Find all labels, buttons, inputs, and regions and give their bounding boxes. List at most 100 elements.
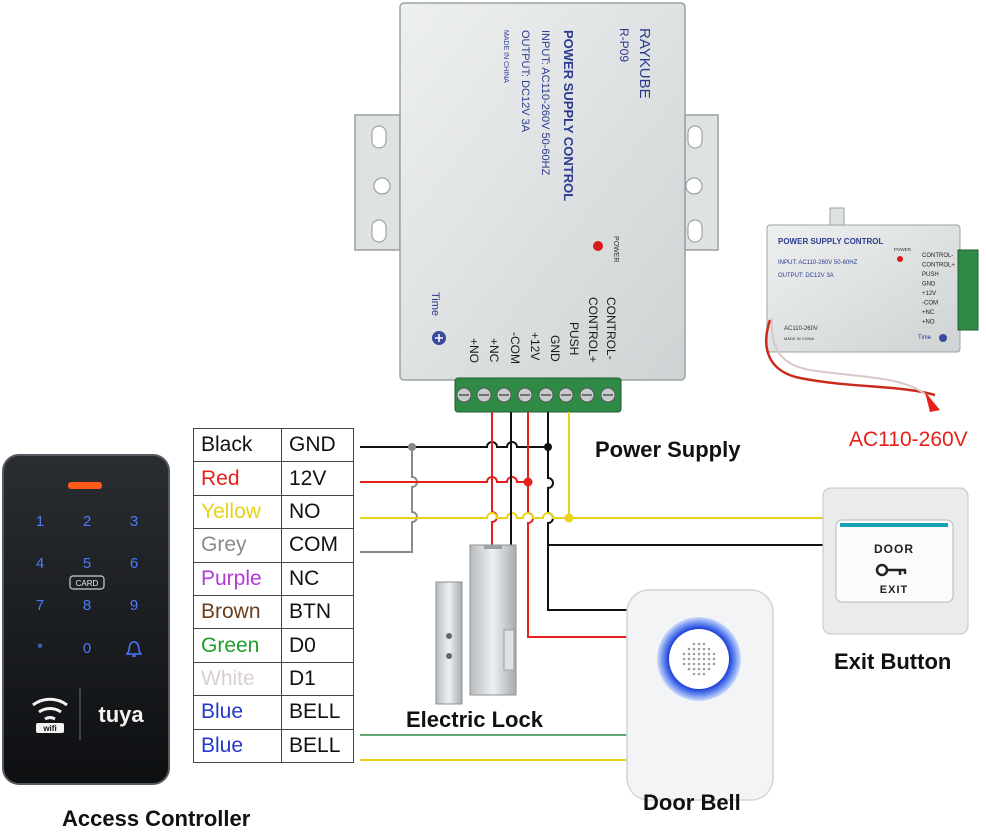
small-ps-input: INPUT: AC110-260V 50-60HZ xyxy=(778,260,858,266)
exit-button-label: Exit Button xyxy=(834,649,952,674)
door-bell-label: Door Bell xyxy=(643,790,741,815)
status-led-icon xyxy=(68,482,102,489)
wire-color-name: Brown xyxy=(193,594,282,630)
ps-brand-text: RAYKUBE xyxy=(636,28,653,99)
small-terminal-label: GND xyxy=(922,282,936,288)
wire-color-name: Blue xyxy=(193,695,282,730)
ac-input-label: AC110-260V xyxy=(849,428,968,451)
exit-button-device: DOOR EXIT xyxy=(822,487,969,635)
tuya-brand-text: tuya xyxy=(98,702,144,727)
keypad-key: 1 xyxy=(36,513,44,530)
wire-terminal: NO xyxy=(281,494,354,530)
electric-lock-label: Electric Lock xyxy=(406,707,543,732)
keypad-key: 9 xyxy=(130,597,138,614)
wire-terminal: 12V xyxy=(281,461,354,496)
wire-terminal: D0 xyxy=(281,628,354,663)
keypad-key: 6 xyxy=(130,555,138,572)
terminal-label: +NO xyxy=(467,338,481,363)
card-label: CARD xyxy=(76,579,99,588)
wire-terminal: COM xyxy=(281,528,354,563)
small-ps-made-in: MADE IN CHINA xyxy=(784,336,815,341)
keypad-device: 1 2 3 4 5 6 7 8 9 * 0 CARD wifi tuya xyxy=(2,454,170,785)
electric-lock-device xyxy=(435,544,517,705)
wire-terminal: GND xyxy=(281,427,354,463)
terminal-label: +12V xyxy=(528,332,542,360)
small-terminal-label: +NO xyxy=(922,320,935,326)
terminal-label: CONTROL+ xyxy=(586,297,600,363)
power-supply-label: Power Supply xyxy=(595,437,741,462)
terminal-label: +NC xyxy=(487,338,501,363)
keypad-key: 4 xyxy=(36,555,44,572)
ps-model-text: R-P09 xyxy=(617,28,631,62)
small-ps-ac-label: AC110-260V xyxy=(784,326,818,332)
exit-door-text: DOOR xyxy=(874,542,914,556)
small-terminal-label: CONTROL+ xyxy=(922,263,955,269)
small-ps-title: POWER SUPPLY CONTROL xyxy=(778,237,883,246)
keypad-key: 8 xyxy=(83,597,91,614)
wifi-label: wifi xyxy=(42,724,56,733)
power-led-icon xyxy=(593,241,603,251)
exit-exit-text: EXIT xyxy=(880,584,908,596)
wire-terminal: BELL xyxy=(281,695,354,730)
wire-color-name: Green xyxy=(193,628,282,663)
wire-color-name: White xyxy=(193,661,282,697)
terminal-label: CONTROL- xyxy=(604,297,618,360)
key-icon xyxy=(875,563,907,577)
keypad-key: 0 xyxy=(83,640,91,657)
wire-color-name: Red xyxy=(193,461,282,496)
ps-terminal-labels: CONTROL- CONTROL+ PUSH GND +12V -COM +NC… xyxy=(467,297,618,364)
wifi-icon xyxy=(32,697,68,721)
wire-terminal: D1 xyxy=(281,661,354,697)
small-power-led-icon xyxy=(897,256,903,262)
wire-color-name: Yellow xyxy=(193,494,282,530)
small-terminal-label: -COM xyxy=(922,301,938,307)
wire-color-name: Black xyxy=(193,427,282,463)
terminal-block xyxy=(454,377,622,413)
terminal-label: PUSH xyxy=(567,322,581,355)
door-bell-device xyxy=(626,589,774,801)
terminal-label: -COM xyxy=(508,332,522,364)
small-terminal-label: +12V xyxy=(922,291,936,297)
small-ps-output: OUTPUT: DC12V 3A xyxy=(778,273,834,279)
power-supply-unit: RAYKUBE R-P09 POWER SUPPLY CONTROL INPUT… xyxy=(354,2,719,413)
keypad-key: * xyxy=(37,640,43,657)
wire-color-name: Blue xyxy=(193,728,282,763)
ps-time-label: Time xyxy=(429,292,441,316)
small-time-knob-icon xyxy=(939,334,947,342)
terminal-label: GND xyxy=(548,335,562,362)
ps-title-text: POWER SUPPLY CONTROL xyxy=(561,30,576,201)
ps-power-led-label: POWER xyxy=(612,236,619,262)
small-terminal-label: PUSH xyxy=(922,272,939,278)
access-controller-label: Access Controller xyxy=(62,806,251,831)
wire-terminal: NC xyxy=(281,561,354,596)
wire-terminal: BTN xyxy=(281,594,354,630)
keypad-key: 7 xyxy=(36,597,44,614)
keypad-key: 5 xyxy=(83,555,91,572)
ps-made-in-text: MADE IN CHINA xyxy=(502,30,509,83)
keypad-key: 3 xyxy=(130,513,138,530)
wire-color-name: Grey xyxy=(193,528,282,563)
small-ps-time-label: Time xyxy=(918,335,932,341)
bell-key-icon xyxy=(125,641,143,657)
ps-output-text: OUTPUT: DC12V 3A xyxy=(519,30,531,133)
keypad-key: 2 xyxy=(83,513,91,530)
wire-color-name: Purple xyxy=(193,561,282,596)
small-ps-power-label: POWER xyxy=(894,247,912,252)
small-terminal-label: +NC xyxy=(922,310,935,316)
wire-terminal: BELL xyxy=(281,728,354,763)
small-terminal-label: CONTROL- xyxy=(922,253,953,259)
small-power-supply: POWER SUPPLY CONTROL INPUT: AC110-260V 5… xyxy=(765,207,979,412)
ps-input-text: INPUT: AC110-260V 50-60HZ xyxy=(539,30,551,176)
